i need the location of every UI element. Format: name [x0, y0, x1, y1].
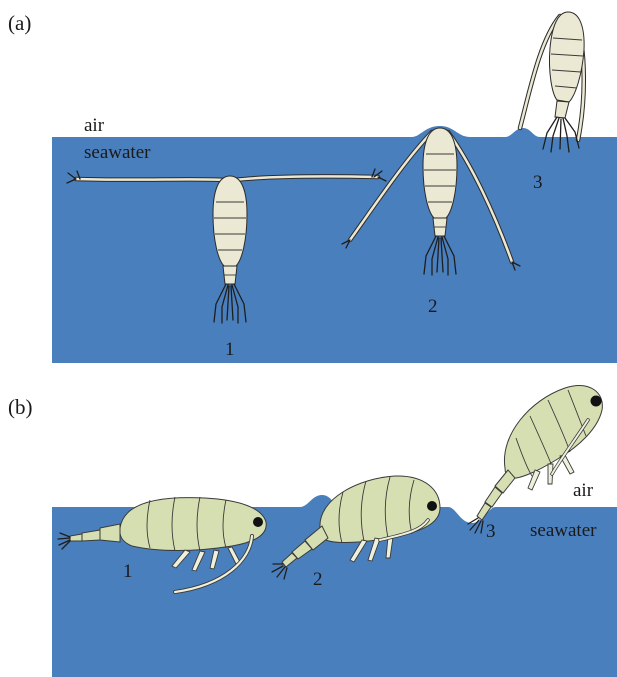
copepod-a3-body	[549, 12, 584, 102]
panel-a-seawater-label: seawater	[84, 142, 151, 163]
copepod-a1-stage-number: 1	[225, 339, 235, 360]
panel-b-air-label: air	[573, 480, 594, 501]
copepod-a3-stage-number: 3	[533, 172, 543, 193]
copepod-b1-eye	[253, 517, 263, 527]
panel-a-air-label: air	[84, 115, 105, 136]
panel-b-label: (b)	[8, 395, 33, 419]
copepod-b2-eye	[427, 501, 437, 511]
copepod-b2-stage-number: 2	[313, 569, 323, 590]
copepod-b3-eye	[591, 396, 602, 407]
copepod-a2-stage-number: 2	[428, 296, 438, 317]
copepod-b1-stage-number: 1	[123, 561, 133, 582]
copepod-a1-body	[213, 176, 247, 266]
panel-a: (a) air seawater 1	[8, 11, 617, 363]
copepod-b1-body	[120, 498, 266, 551]
panel-b-seawater-label: seawater	[530, 520, 597, 541]
copepod-a2-body	[423, 128, 457, 218]
panel-a-label: (a)	[8, 11, 31, 35]
panel-b: (b) air seawater 1	[8, 386, 617, 677]
copepod-b3-stage-number: 3	[486, 521, 496, 542]
